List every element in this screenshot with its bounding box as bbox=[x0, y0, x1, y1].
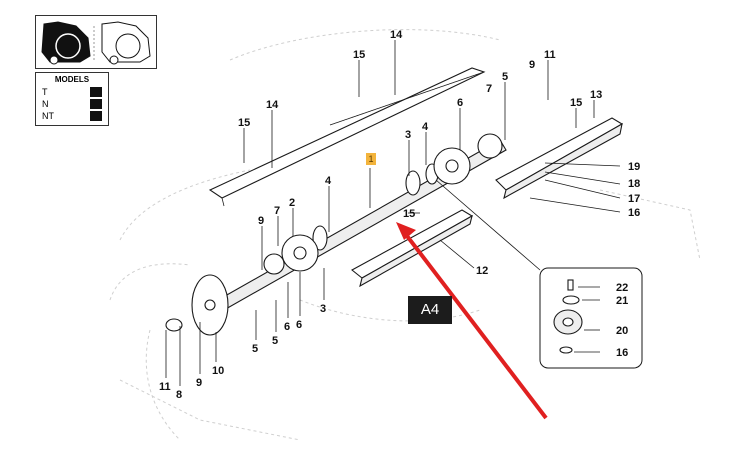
part-num-15-left: 15 bbox=[238, 117, 250, 129]
part-num-15-right: 15 bbox=[570, 97, 582, 109]
model-row-nt: NT bbox=[40, 111, 104, 122]
model-row-t: T bbox=[40, 87, 104, 98]
part-num-9-mid: 9 bbox=[258, 215, 264, 227]
part-num-20: 20 bbox=[616, 325, 628, 337]
part-num-9-bottom: 9 bbox=[196, 377, 202, 389]
baler-thumbnail-icon bbox=[41, 21, 151, 65]
part-num-15-mid: 15 bbox=[403, 208, 415, 220]
part-num-15-top: 15 bbox=[353, 49, 365, 61]
leader-lines bbox=[165, 40, 621, 386]
part-num-2: 2 bbox=[289, 197, 295, 209]
part-num-10: 10 bbox=[212, 365, 224, 377]
part-num-16-inset: 16 bbox=[616, 347, 628, 359]
part-num-14-top: 14 bbox=[390, 29, 403, 41]
part-num-4-mid: 4 bbox=[325, 175, 332, 187]
part-num-6-a: 6 bbox=[284, 321, 290, 333]
highlight-callout: 1 bbox=[366, 153, 376, 165]
part-num-17: 17 bbox=[628, 193, 640, 205]
model-square-nt bbox=[90, 111, 102, 121]
part-num-8: 8 bbox=[176, 389, 182, 401]
part-num-3-mid: 3 bbox=[320, 303, 326, 315]
part-num-13: 13 bbox=[590, 89, 602, 101]
end-disc-part-10 bbox=[165, 274, 229, 336]
models-legend: MODELS T N NT bbox=[35, 72, 109, 126]
top-cover-part-14 bbox=[208, 67, 486, 207]
part-num-3-top: 3 bbox=[405, 129, 411, 141]
sprocket-lower bbox=[263, 234, 319, 275]
part-num-22: 22 bbox=[616, 282, 628, 294]
part-num-12: 12 bbox=[476, 265, 488, 277]
part-num-5-top: 5 bbox=[502, 71, 508, 83]
inset-detail-box bbox=[539, 267, 643, 369]
part-num-14-left: 14 bbox=[266, 99, 279, 111]
part-num-9-top: 9 bbox=[529, 59, 535, 71]
sprocket-upper bbox=[433, 133, 503, 185]
model-label-t: T bbox=[42, 87, 48, 97]
part-num-7-top: 7 bbox=[486, 83, 492, 95]
part-num-5-b: 5 bbox=[272, 335, 278, 347]
model-label-n: N bbox=[42, 99, 49, 109]
part-num-11-top: 11 bbox=[544, 49, 556, 61]
part-number-labels: 14 15 14 15 5 9 11 7 6 3 4 15 13 19 18 1… bbox=[159, 29, 640, 401]
part-num-16-right: 16 bbox=[628, 207, 640, 219]
model-square-n bbox=[90, 99, 102, 109]
part-num-18: 18 bbox=[628, 178, 640, 190]
part-num-21: 21 bbox=[616, 295, 628, 307]
model-row-n: N bbox=[40, 99, 104, 110]
part-num-6-b: 6 bbox=[296, 319, 302, 331]
ghost-machine-outline bbox=[109, 29, 701, 441]
model-square-t bbox=[90, 87, 102, 97]
part-num-19: 19 bbox=[628, 161, 640, 173]
sheet-label-a4: A4 bbox=[408, 296, 452, 324]
part-num-7-mid: 7 bbox=[274, 205, 280, 217]
part-num-11-bottom: 11 bbox=[159, 381, 171, 393]
machine-thumbnail bbox=[35, 15, 157, 69]
right-guard-part-13 bbox=[495, 117, 624, 200]
part-num-5-a: 5 bbox=[252, 343, 258, 355]
red-pointer-arrow bbox=[396, 222, 548, 420]
models-title: MODELS bbox=[54, 75, 90, 84]
part-num-4-top: 4 bbox=[422, 121, 429, 133]
part-num-6-top: 6 bbox=[457, 97, 463, 109]
model-label-nt: NT bbox=[42, 111, 54, 121]
